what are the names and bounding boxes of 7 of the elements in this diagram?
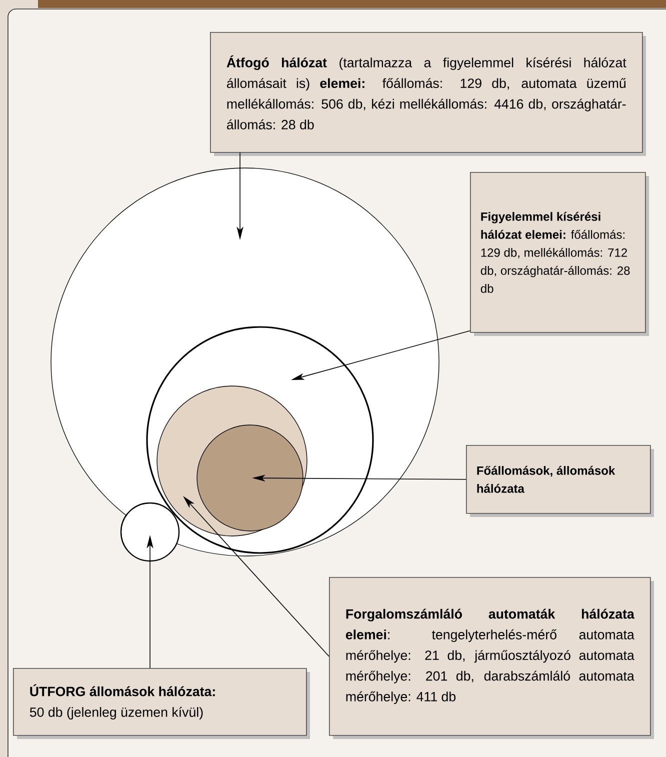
text-box: Főállomások, állomások hálózata (466, 445, 654, 517)
text-box: Átfogó hálózat (tartalmazza a figyelemmel kísérési hálózat állomásait is) elemei: főállomás: 129 db, automata üzemű mellékállomás: 506 db, kézi mellékállomás: 4416 db, országhatár-állomás: 28 db (210, 32, 646, 156)
circle (120, 502, 180, 562)
text-box: Forgalomszámláló automaták hálózata elemei: tengelyterhelés-mérő automata mérőhelye: 21 db, járműosztályozó automata mérőhelye: 201 db, darabszámláló automata mérőhelye: 411 db (329, 577, 654, 739)
text-box: ÚTFORG állomások hálózata: 50 db (jelenleg üzemen kívül) (13, 668, 310, 739)
text-box: Figyelemmel kísérési hálózat elemei: főállomás: 129 db, mellékállomás: 712 db, országhatár-állomás: 28 db (470, 172, 649, 336)
circle (196, 424, 304, 532)
